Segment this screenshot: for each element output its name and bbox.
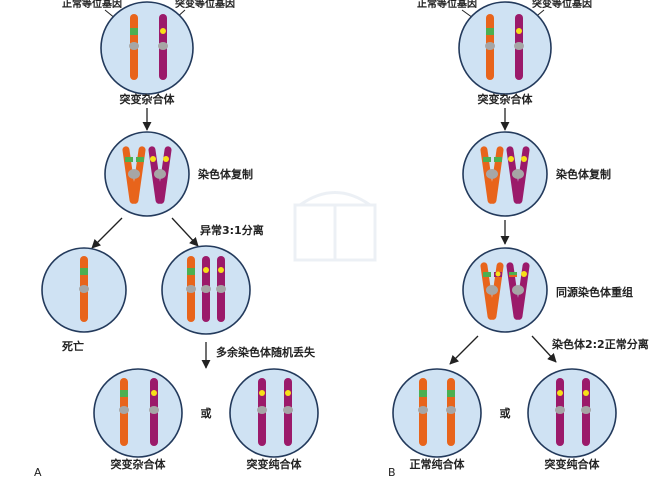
- result-right-label: 突变纯合体: [545, 457, 601, 471]
- cell-a4-trisomy: [161, 245, 251, 335]
- cell-b3-label: 同源染色体重组: [556, 285, 633, 299]
- chromosome-loss-label: 多余染色体随机丢失: [216, 345, 316, 359]
- cell-a2-label: 染色体复制: [198, 167, 253, 181]
- normal-segregation-label: 染色体2:2正常分离: [552, 337, 649, 351]
- chromatid-pair-mutant: [148, 146, 172, 204]
- cell-a1-label: 突变杂合体: [120, 92, 176, 106]
- chromosome-mutant-1: [201, 256, 211, 322]
- chromosome-mutant-2: [216, 256, 226, 322]
- mutant-allele-label: 突变等位基因: [175, 0, 235, 10]
- cell-b4-normal-homozygote: [392, 368, 482, 458]
- death-label: 死亡: [62, 339, 84, 353]
- chromosome-normal: [129, 14, 139, 80]
- cell-a5-heterozygote: [93, 368, 183, 458]
- or-label-b: 或: [500, 406, 511, 420]
- cell-a1: [100, 1, 194, 95]
- abnormal-segregation-label: 异常3:1分离: [200, 223, 264, 237]
- normal-allele-label: 正常等位基因: [417, 0, 477, 10]
- cell-b5-mutant-homozygote: [527, 368, 617, 458]
- mutant-allele-label: 突变等位基因: [532, 0, 592, 10]
- cell-a2: [104, 131, 190, 217]
- normal-allele-label: 正常等位基因: [62, 0, 122, 10]
- cell-a6-homozygote: [229, 368, 319, 458]
- arrow-b-right: [531, 335, 557, 363]
- cell-b2: [462, 131, 548, 217]
- chromosome-mutant: [158, 14, 168, 80]
- arrow-a-left: [91, 217, 123, 249]
- chromosome-normal: [186, 256, 196, 322]
- or-label-a: 或: [201, 406, 212, 420]
- result-left-label: 突变杂合体: [111, 457, 167, 471]
- result-left-label: 正常纯合体: [410, 457, 466, 471]
- cell-b2-label: 染色体复制: [556, 167, 611, 181]
- panel-a: 正常等位基因 突变等位基因 突变杂合体: [34, 0, 319, 479]
- cell-b3-recombination: [462, 247, 548, 333]
- panel-a-label: A: [34, 466, 42, 479]
- arrow-b-left: [449, 335, 479, 365]
- cell-b1-label: 突变杂合体: [478, 92, 534, 106]
- watermark-logo: [293, 191, 377, 262]
- arrow-a-right: [171, 217, 199, 247]
- panel-b: 正常等位基因 突变等位基因 突变杂合体: [388, 0, 649, 479]
- panel-b-label: B: [388, 466, 396, 479]
- result-right-label: 突变纯合体: [247, 457, 303, 471]
- cell-b1: [458, 1, 552, 95]
- cell-a3-death: [41, 247, 127, 333]
- chromatid-pair-normal: [122, 146, 146, 204]
